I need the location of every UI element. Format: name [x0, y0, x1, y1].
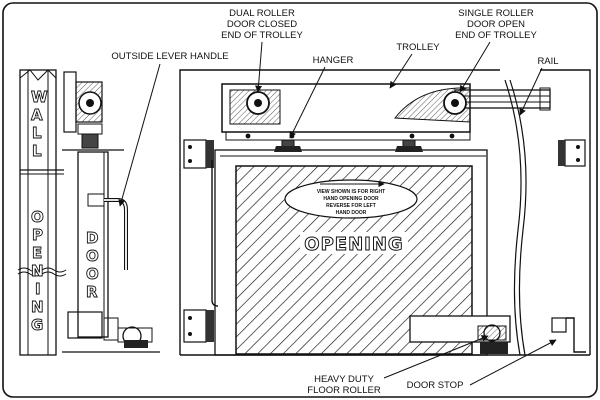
left-section-view: W A L L O P E N I N G D O O	[17, 69, 160, 356]
orientation-note	[284, 179, 418, 219]
outside-lever-handle-label: OUTSIDE LEVER HANDLE	[111, 51, 228, 62]
opening-letter: I	[35, 280, 41, 298]
left-top-guide	[183, 139, 214, 169]
dual-roller-label-line3: END OF TROLLEY	[221, 30, 303, 41]
dual-roller-label-line1: DUAL ROLLER	[229, 8, 295, 19]
single-roller-label-line2: DOOR OPEN	[467, 19, 525, 30]
note-line: REVERSE FOR LEFT	[326, 203, 376, 209]
door-side-label: D O O R	[86, 229, 100, 302]
opening-frame	[214, 149, 488, 356]
opening-letter: P	[32, 226, 43, 244]
floor-roller-label-line1: HEAVY DUTY	[314, 374, 374, 385]
outside-lever-handle-shape	[104, 198, 128, 270]
note-line: VIEW SHOWN IS FOR RIGHT	[317, 189, 385, 195]
door-stop	[551, 317, 586, 353]
note-line: HAND DOOR	[336, 210, 367, 216]
left-bottom-guide	[183, 309, 214, 343]
floor-roller-label-line2: FLOOR ROLLER	[307, 385, 381, 396]
handle-bracket	[87, 193, 105, 207]
wall-outline	[179, 69, 500, 355]
wall-letter: W	[31, 88, 48, 106]
opening-letter: G	[31, 316, 43, 334]
wall-letter: L	[32, 142, 42, 160]
single-roller-label-line1: SINGLE ROLLER	[458, 8, 534, 19]
opening-letter: O	[31, 208, 44, 226]
front-elevation: VIEW SHOWN IS FOR RIGHT HAND OPENING DOO…	[179, 69, 591, 356]
floor-roller	[409, 315, 511, 354]
side-door-panel	[77, 151, 109, 338]
rail-label: RAIL	[537, 56, 558, 67]
single-roller-label-line3: END OF TROLLEY	[455, 30, 537, 41]
opening-letter: N	[31, 298, 44, 316]
note-line: HAND OPENING DOOR	[323, 196, 379, 202]
wall-label: W A L L	[31, 88, 49, 161]
opening-side-label: O P E N I N G	[31, 208, 45, 335]
wall-letter: L	[32, 124, 42, 142]
hanger-label: HANGER	[313, 55, 354, 66]
door-letter: O	[86, 265, 99, 283]
door-stop-label: DOOR STOP	[407, 380, 464, 391]
door-letter: O	[86, 247, 99, 265]
side-rail-bracket	[63, 71, 77, 133]
hanger-left	[274, 139, 302, 152]
callouts: DUAL ROLLER DOOR CLOSED END OF TROLLEY S…	[111, 8, 558, 396]
wall-letter: A	[31, 106, 43, 124]
door-letter: R	[86, 283, 98, 301]
opening-label: OPENING	[304, 234, 403, 255]
wall-column	[19, 69, 57, 356]
opening-letter: N	[31, 262, 44, 280]
dual-roller-label-line2: DOOR CLOSED	[227, 19, 297, 30]
right-top-guide	[558, 139, 586, 167]
trolley-label: TROLLEY	[396, 42, 440, 53]
opening-letter: E	[32, 244, 42, 262]
door-letter: D	[86, 229, 98, 247]
hanger-right	[395, 139, 423, 152]
